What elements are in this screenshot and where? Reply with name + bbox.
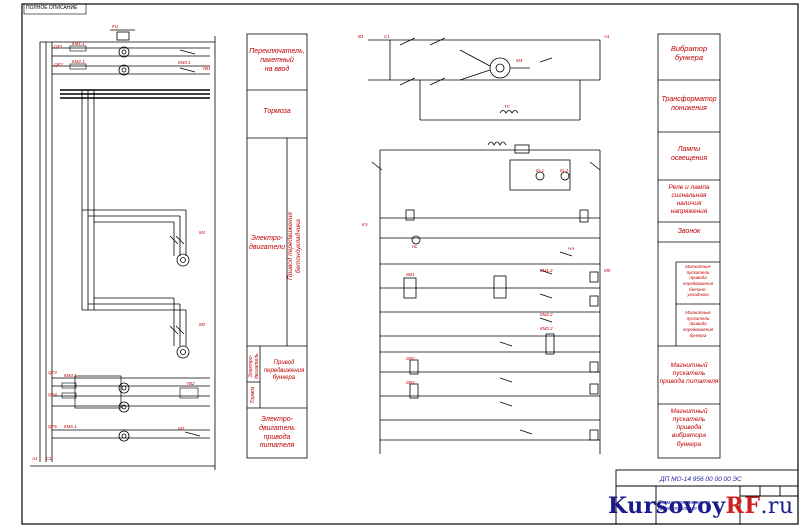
vibrator-circuit [368,37,601,121]
tag-qf3: QF3 [48,370,57,375]
tag-km2-2: КМ2.2 [540,312,553,317]
legend-small-brakes: Тормоз [249,386,256,404]
tag-kv: KV [362,222,369,227]
tag-ha: HA [568,246,575,251]
sheet-frame [21,3,799,525]
power-circuit [30,29,216,470]
tag-sb3: SB3 [406,380,415,385]
tag-c1-left: C1 [46,456,52,461]
title-block [615,469,799,525]
tag-sb2: SB2 [406,356,415,361]
tag-km3-1: КМ3.1 [178,60,191,65]
legend-feeder-motor: Электро- двигатель привода питателя [259,416,295,450]
watermark-prefix: Kursovoy [608,493,726,519]
legend-starter-feeder: Магнитный пускатель привода питателя [659,362,719,386]
tag-yb2: YB2 [186,381,195,386]
legend-vibrator: Вибратор бункера [670,44,708,63]
legend-motors: Электро- двигатели [248,235,285,251]
title-doc-code: ДП МО-14 956 00 00 00 ЭС [660,476,742,483]
control-circuit [371,141,601,454]
tag-a1: A1 [604,34,610,39]
tag-m2: M2 [199,322,206,327]
legend-starter-vibrator: Магнитный пускатель привода вибратора бу… [670,408,708,448]
legend-hopper-drive: Привод передвижения бункера [263,360,305,381]
tag-m5: M5 [604,268,611,273]
tag-qf4: QF4 [48,392,57,397]
tag-km1-2: КМ1.2 [540,268,553,273]
left-legend-table [246,33,308,459]
tag-tv: TV [504,104,510,109]
corner-stamp-box [23,3,87,15]
tag-el1: EL1 [536,168,545,173]
tag-qf5: QF5 [48,424,57,429]
legend-conveyor-drive: Привод передвижения бетоноукладчика [286,212,302,281]
legend-starter-conveyor: Магнитные пускатели привода передвижения… [682,264,714,298]
tag-km1-1: КМ1.1 [72,41,85,46]
tag-c1: C1 [384,34,390,39]
tag-yb1: YB1 [202,66,211,71]
tag-m1: M1 [199,230,206,235]
tag-km2-1: КМ2.1 [72,59,85,64]
legend-brakes: Тормоза [263,108,291,115]
tag-sb1: SB1 [406,272,415,277]
tag-fu: FU [112,24,118,29]
legend-transformer: Трансформатор понижения [661,96,717,112]
corner-stamp: ПОЛНОЕ ОПИСАНИЕ [26,5,78,11]
tag-qf1: QF1 [54,44,63,49]
tag-km3-2: КМ3.2 [540,326,553,331]
tag-el2: EL2 [560,168,569,173]
legend-starter-hopper: Магнитные пускатели привода передвижения… [682,310,714,338]
title-doc-name: Схема электрическая принципиальная [658,500,711,512]
legend-switch: Переключатель, пакетный на ввод [249,48,305,73]
tag-qf2: QF2 [54,62,63,67]
legend-relay-lamp: Реле и лампа сигнальная наличия напряжен… [668,184,710,216]
tag-m3: M3 [178,426,185,431]
legend-lamps: Лампы освещения [670,146,708,162]
tag-m4: M4 [516,58,523,63]
legend-bell: Звонок [677,228,701,235]
tag-km4-1: КМ4.1 [64,373,77,378]
right-legend-table [657,33,721,459]
watermark-logo: KursovoyRF.ru [608,493,794,519]
watermark-tld: .ru [760,494,794,519]
tag-hl: HL [412,244,418,249]
tag-km5-1: КМ5.1 [64,424,77,429]
watermark-suffix: RF [725,493,761,519]
tag-b1: B1 [358,34,364,39]
tag-a1-left: A1 [32,456,38,461]
